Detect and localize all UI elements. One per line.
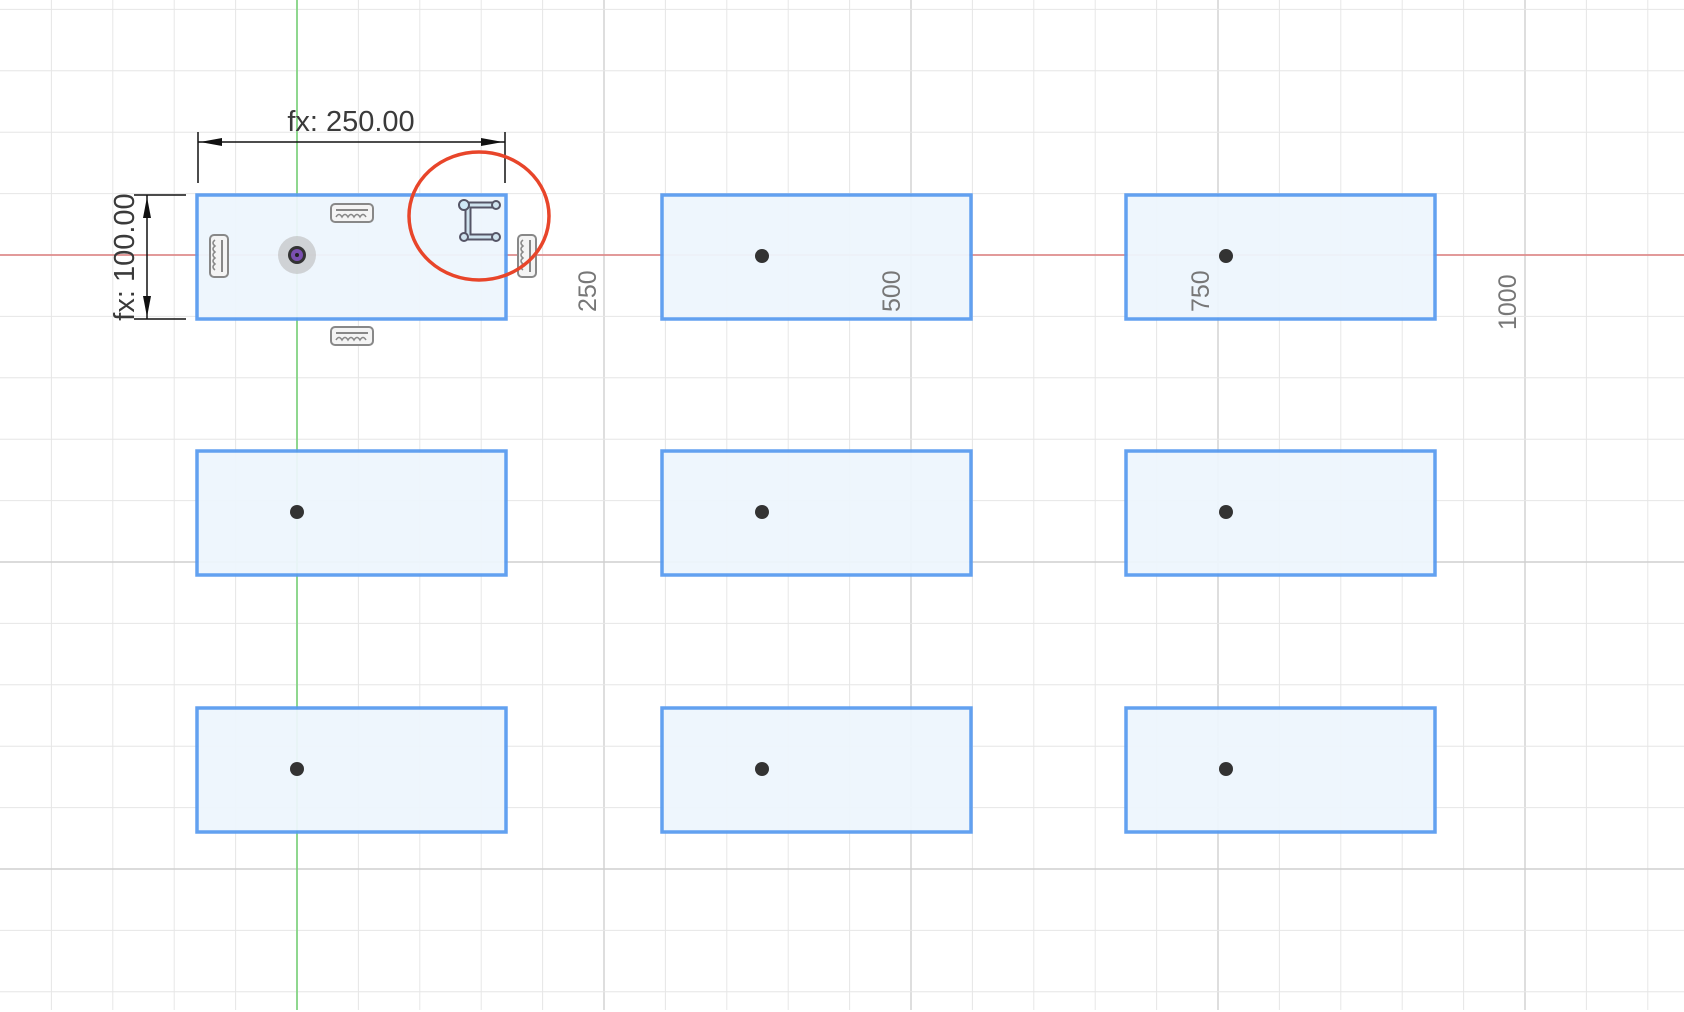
center-point[interactable] [290,762,304,776]
sketch-rectangle[interactable] [660,706,973,834]
height-dimension-label[interactable]: fx: 100.00 [109,193,141,320]
sketch-rectangle[interactable] [1124,706,1437,834]
center-point[interactable] [1219,249,1233,263]
origin-point-icon[interactable] [278,236,316,274]
axis-label-500: 500 [878,270,906,312]
width-dimension[interactable]: fx: 250.00 [197,106,506,183]
sketch-rectangle[interactable] [195,449,508,577]
center-point[interactable] [290,505,304,519]
center-point[interactable] [1219,505,1233,519]
sketch-rectangle[interactable] [1124,193,1437,321]
horizontal-constraint-icon[interactable] [330,326,374,346]
center-point[interactable] [755,249,769,263]
axis-label-1000: 1000 [1494,274,1522,330]
highlight-circle [407,150,551,282]
fix-constraint-icon[interactable] [458,199,501,242]
sketch-rectangle[interactable] [660,449,973,577]
sketch-rectangle[interactable] [195,706,508,834]
center-point[interactable] [1219,762,1233,776]
vertical-constraint-icon[interactable] [209,234,229,278]
sketch-rectangle[interactable] [660,193,973,321]
width-dimension-label[interactable]: fx: 250.00 [287,106,414,138]
axis-label-750: 750 [1187,270,1215,312]
axis-label-250: 250 [574,270,602,312]
height-dimension[interactable]: fx: 100.00 [109,193,186,321]
center-point[interactable] [755,505,769,519]
horizontal-constraint-icon[interactable] [330,203,374,223]
sketch-rectangle[interactable] [1124,449,1437,577]
center-point[interactable] [755,762,769,776]
